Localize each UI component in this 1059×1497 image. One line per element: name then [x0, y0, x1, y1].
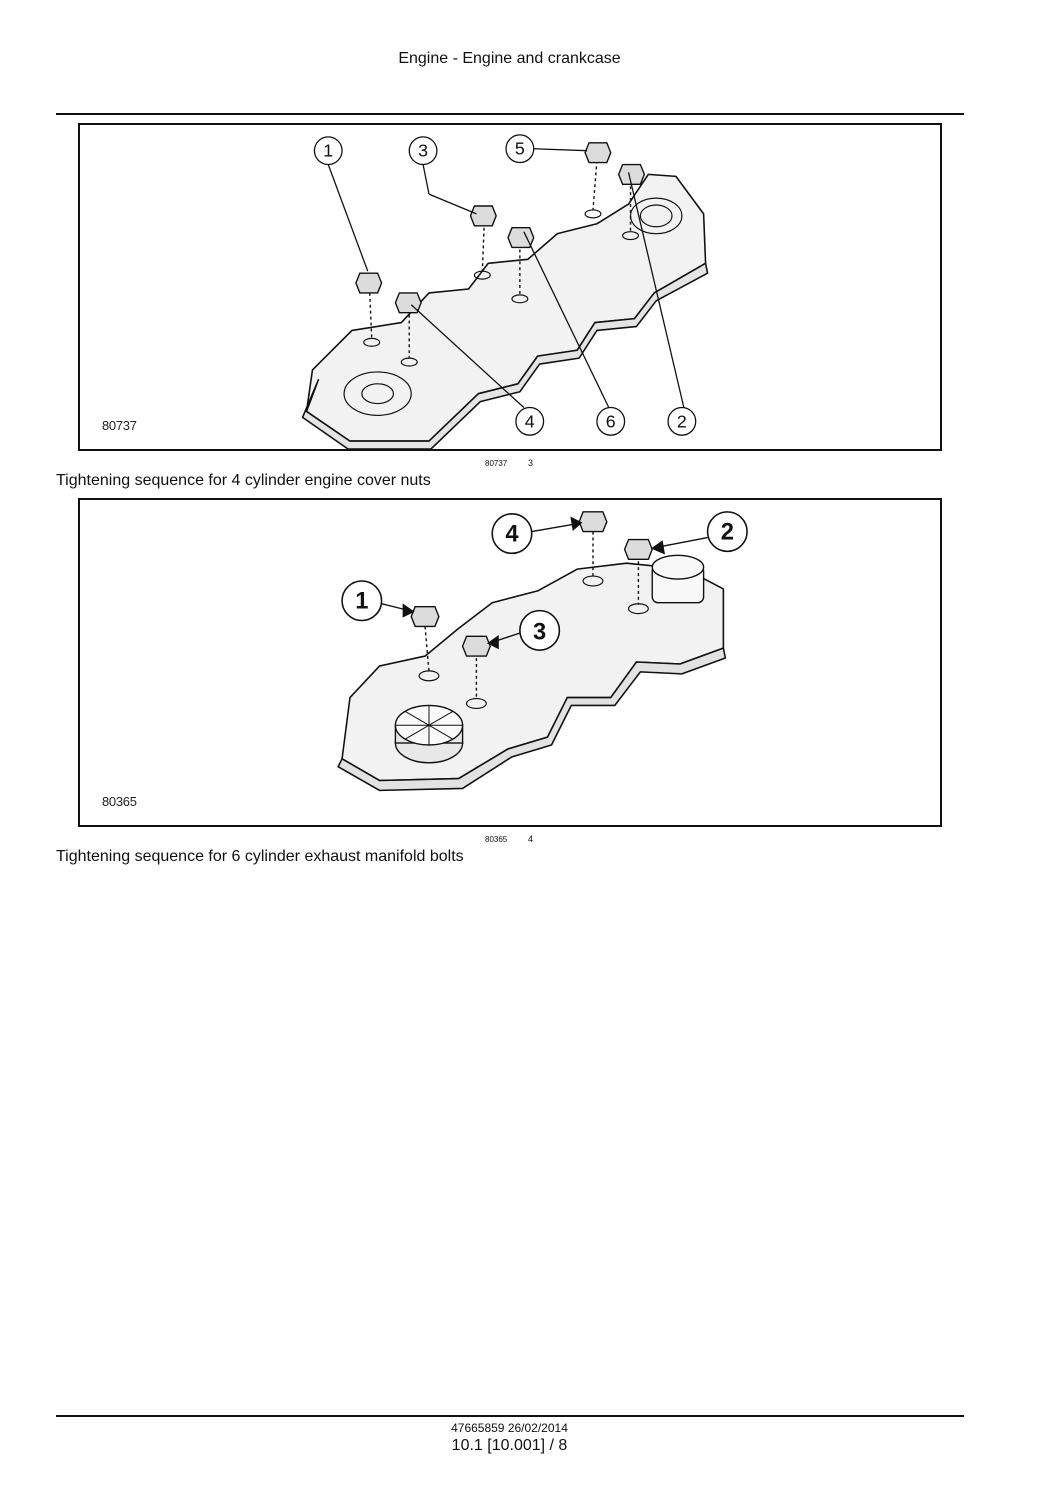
footer-page-number: 10.1 [10.001] / 8: [451, 1437, 568, 1454]
callout-4: 4: [525, 411, 535, 431]
figure-ref-code: 80737: [485, 459, 508, 468]
callout-3: 3: [533, 619, 546, 645]
callout-1: 1: [323, 141, 333, 161]
figure-ref-number: 3: [528, 458, 534, 468]
figure-code: 80365: [102, 794, 137, 809]
callout-5: 5: [515, 139, 525, 159]
figure-ref-code: 80365: [485, 835, 508, 844]
figure-4-cylinder-cover: 1 3 5 4 6 2 80737: [78, 123, 942, 451]
page-header-title: Engine - Engine and crankcase: [398, 50, 621, 67]
footer-doc-code: 47665859 26/02/2014: [451, 1421, 568, 1435]
figure-caption: Tightening sequence for 4 cylinder engin…: [56, 472, 431, 489]
figure-code: 80737: [102, 418, 137, 433]
callout-6: 6: [606, 411, 616, 431]
header-rule: [56, 113, 964, 115]
figure-ref-number: 4: [528, 834, 534, 844]
figure-caption: Tightening sequence for 6 cylinder exhau…: [56, 848, 464, 865]
callout-2: 2: [721, 520, 734, 546]
cover-illustration-2: 1 3 4 2: [337, 511, 748, 792]
figure-6-cylinder-manifold: 1 3 4 2 80365: [78, 498, 942, 827]
footer-rule: [56, 1415, 964, 1417]
cover-illustration-1: 1 3 5 4 6 2: [301, 134, 709, 449]
callout-1: 1: [355, 589, 368, 615]
callout-2: 2: [677, 411, 687, 431]
callout-4: 4: [505, 521, 519, 547]
callout-3: 3: [418, 141, 428, 161]
